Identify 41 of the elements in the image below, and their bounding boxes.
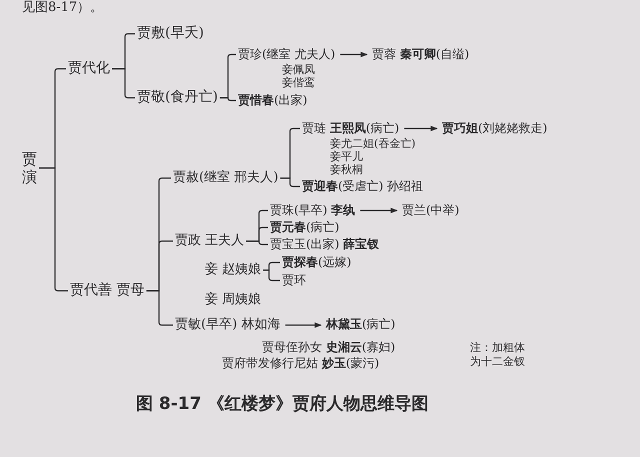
person-label: 贾敏(早卒) 林如海	[175, 317, 280, 334]
person-label: 贾兰(中举)	[402, 203, 460, 218]
side-note: 妾偕鸾	[282, 76, 315, 90]
body-text: 见图8-17）。	[22, 0, 104, 16]
person-label: 贾珠(早卒) 李纨	[270, 203, 356, 218]
person-label: 贾迎春(受虐亡) 孙绍祖	[302, 179, 424, 194]
person-label: 贾惜春(出家)	[238, 93, 308, 108]
person-label: 贾赦(继室 邢夫人)	[173, 170, 278, 186]
person-label: 贾探春(远嫁)	[282, 255, 352, 270]
note-text: 贾府带发修行尼姑 妙玉(蒙污)	[222, 356, 380, 371]
arrow	[360, 208, 398, 214]
person-label: 贾环	[282, 273, 306, 288]
person-label: 贾演	[22, 150, 37, 186]
side-note: 妾尤二姐(吞金亡)	[330, 137, 416, 150]
arrow	[404, 126, 438, 132]
arrow	[340, 52, 368, 58]
bracket-line	[246, 240, 268, 246]
person-label: 贾元春(病亡)	[270, 220, 340, 235]
person-label: 贾政 王夫人	[175, 233, 244, 250]
note-text: 注：加粗体为十二金钗	[470, 341, 526, 368]
note-text: 贾母侄孙女 史湘云(寡妇)	[262, 340, 396, 355]
person-label: 贾代善 贾母	[70, 282, 144, 300]
person-label: 妾 赵姨娘	[205, 262, 262, 278]
person-label: 贾敷(早夭)	[137, 25, 204, 42]
side-note: 妾佩凤	[282, 63, 315, 76]
person-label: 贾代化	[68, 60, 110, 78]
person-label: 贾琏 王熙凤(病亡)	[302, 121, 400, 136]
person-label: 贾珍(继室 尤夫人)	[238, 47, 336, 62]
person-label: 妾 周姨娘	[205, 292, 262, 308]
person-label: 贾宝玉(出家) 薛宝钗	[270, 237, 380, 252]
person-label: 贾巧姐(刘姥姥救走)	[442, 121, 548, 136]
person-label: 贾蓉 秦可卿(自缢)	[372, 47, 470, 62]
bracket-line	[220, 97, 236, 102]
figure-caption: 图 8-17 《红楼梦》贾府人物思维导图	[136, 394, 428, 416]
bracket-line	[280, 178, 300, 188]
person-label: 贾敬(食丹亡)	[137, 89, 218, 106]
arrow	[285, 322, 322, 328]
bracket-line	[263, 270, 280, 282]
side-note: 妾平儿	[330, 150, 363, 164]
side-note: 妾秋桐	[330, 163, 363, 177]
person-label: 林黛玉(病亡)	[326, 317, 396, 332]
